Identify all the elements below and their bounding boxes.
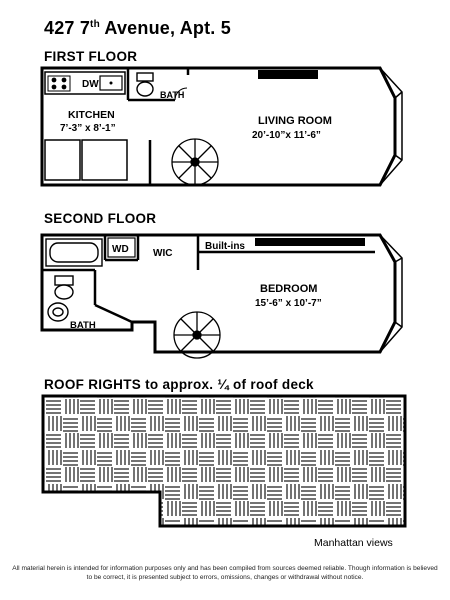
wic-label: WIC — [153, 248, 172, 259]
second-floor-outline — [40, 233, 397, 354]
toilet-icon-second — [54, 275, 74, 300]
bedroom-label: BEDROOM — [260, 283, 317, 295]
bay-window-second — [379, 234, 403, 353]
kitchen-counter-right — [81, 139, 128, 181]
bay-window — [379, 67, 403, 186]
wd-label: WD — [112, 244, 129, 255]
bedroom-dims: 15’-6” x 10’-7” — [255, 298, 322, 309]
living-room-label: LIVING ROOM — [258, 115, 332, 127]
kitchen-label: KITCHEN — [68, 109, 115, 121]
spiral-stair-first — [171, 138, 219, 186]
bath-label-second: BATH — [70, 320, 96, 331]
kitchen-dims: 7’-3” x 8’-1” — [60, 123, 116, 134]
first-floor-heading: FIRST FLOOR — [44, 49, 138, 64]
living-room-dims: 20’-10”x 11’-6” — [252, 130, 321, 141]
fireplace — [258, 70, 318, 79]
dw-label: DW — [82, 79, 99, 90]
second-floor-heading: SECOND FLOOR — [44, 211, 157, 226]
listing-title: 427 7th Avenue, Apt. 5 — [44, 18, 231, 38]
kitchen-counter-left — [44, 139, 81, 181]
spiral-stair-second — [173, 311, 221, 359]
built-ins — [255, 238, 365, 246]
bath-label-first: BATH — [160, 90, 184, 100]
roof-heading: ROOF RIGHTS to approx. ¼ of roof deck — [44, 377, 314, 392]
bathtub-icon — [45, 238, 103, 267]
sink-icon-second — [47, 302, 69, 322]
disclaimer-text: All material herein is intended for info… — [12, 565, 438, 581]
washer-dryer — [107, 237, 136, 258]
toilet-icon — [136, 72, 154, 97]
bath-door — [174, 87, 188, 101]
builtins-label: Built-ins — [205, 241, 245, 252]
roof-deck — [41, 394, 407, 528]
credit-text: Manhattan views — [314, 537, 393, 549]
stove-icon — [47, 75, 71, 92]
